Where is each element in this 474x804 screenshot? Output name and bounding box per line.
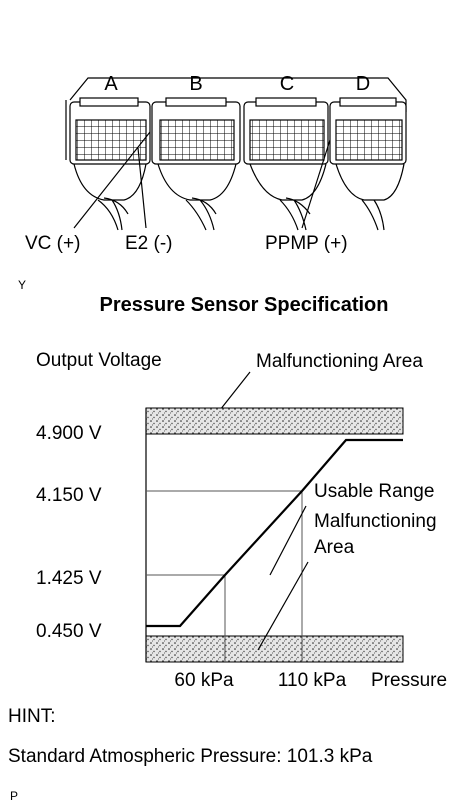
connector-label-a: A	[104, 73, 118, 95]
annotation-malfunctioning-bottom-2: Area	[314, 537, 355, 558]
usable-range-leader	[269, 505, 307, 576]
terminal-label-vc: VC (+)	[25, 233, 80, 254]
terminal-label-ppmp: PPMP (+)	[265, 233, 348, 254]
vc-leader-line	[73, 131, 151, 229]
ppmp-leader-line	[301, 139, 331, 229]
hint-label: HINT:	[8, 706, 56, 727]
connector-label-b: B	[189, 73, 202, 95]
y-axis-label: Output Voltage	[36, 350, 162, 371]
connector-c	[243, 97, 329, 231]
x-tick-110kpa: 110 kPa	[278, 670, 347, 691]
hint-text: Standard Atmospheric Pressure: 101.3 kPa	[8, 746, 373, 767]
malfunction-bottom-leader	[257, 561, 309, 651]
annotation-malfunctioning-top: Malfunctioning Area	[256, 351, 423, 372]
y-tick-1425: 1.425 V	[36, 568, 102, 589]
output-voltage-line	[146, 438, 403, 628]
x-tick-60kpa: 60 kPa	[174, 670, 234, 691]
connector-label-c: C	[280, 73, 294, 95]
malfunction-top-leader	[219, 371, 251, 411]
connector-d	[329, 97, 407, 231]
y-tick-0450: 0.450 V	[36, 621, 102, 642]
terminal-label-e2: E2 (-)	[125, 233, 173, 254]
e2-leader-line	[137, 147, 147, 229]
figure-marker-p: P	[10, 789, 18, 803]
annotation-malfunctioning-bottom-1: Malfunctioning	[314, 511, 437, 532]
connector-label-d: D	[356, 73, 370, 95]
connector-a	[69, 97, 151, 231]
malfunction-band-bottom	[145, 635, 404, 663]
chart-title: Pressure Sensor Specification	[99, 294, 388, 316]
x-axis-label: Pressure	[371, 670, 447, 691]
annotation-usable-range: Usable Range	[314, 481, 434, 502]
y-tick-4150: 4.150 V	[36, 485, 102, 506]
y-tick-4900: 4.900 V	[36, 423, 102, 444]
connector-drawing	[65, 77, 407, 231]
figure-marker-y: Y	[18, 278, 26, 292]
malfunction-band-top	[145, 407, 404, 435]
connector-b	[151, 97, 241, 231]
